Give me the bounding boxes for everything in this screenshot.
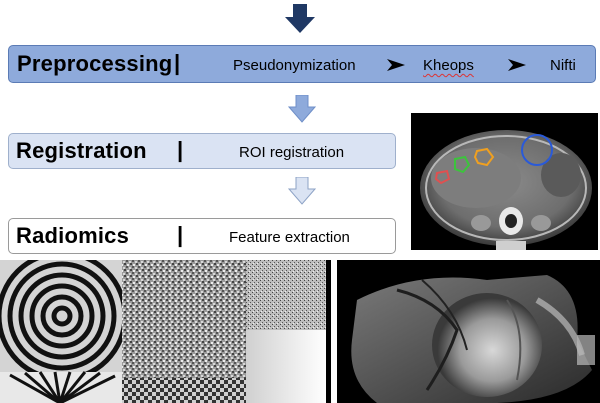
low-down-arrow-icon (288, 177, 316, 205)
step-feature-extraction: Feature extraction (229, 229, 350, 246)
3d-volume-render-image (337, 260, 600, 403)
roi-blue-contour (521, 134, 553, 166)
radiomics-stage: Radiomics | Feature extraction (8, 218, 396, 254)
step-pseudonymization: Pseudonymization (233, 57, 356, 74)
top-down-arrow-icon (285, 4, 315, 33)
ct-scan-image (411, 113, 598, 250)
preprocessing-separator: | (174, 50, 181, 75)
radiomics-separator: | (177, 222, 184, 247)
mid-down-arrow-icon (288, 95, 316, 123)
registration-separator: | (177, 137, 184, 162)
registration-title: Registration (16, 138, 147, 163)
texture-phantom-image (0, 260, 331, 403)
step-roi-registration: ROI registration (239, 144, 345, 161)
step-kheops: Kheops (423, 57, 474, 74)
chevron-right-arrow-icon (387, 59, 405, 71)
roi-green-contour (454, 155, 471, 174)
roi-red-contour (434, 169, 451, 185)
registration-stage: Registration | ROI registration (8, 133, 396, 169)
radiomics-title: Radiomics (16, 223, 130, 248)
roi-orange-contour (473, 147, 495, 167)
step-nifti: Nifti (550, 57, 576, 74)
preprocessing-stage: Preprocessing | Pseudonymization Kheops … (8, 45, 596, 83)
preprocessing-title: Preprocessing (17, 51, 173, 76)
chevron-right-arrow-icon (508, 59, 526, 71)
